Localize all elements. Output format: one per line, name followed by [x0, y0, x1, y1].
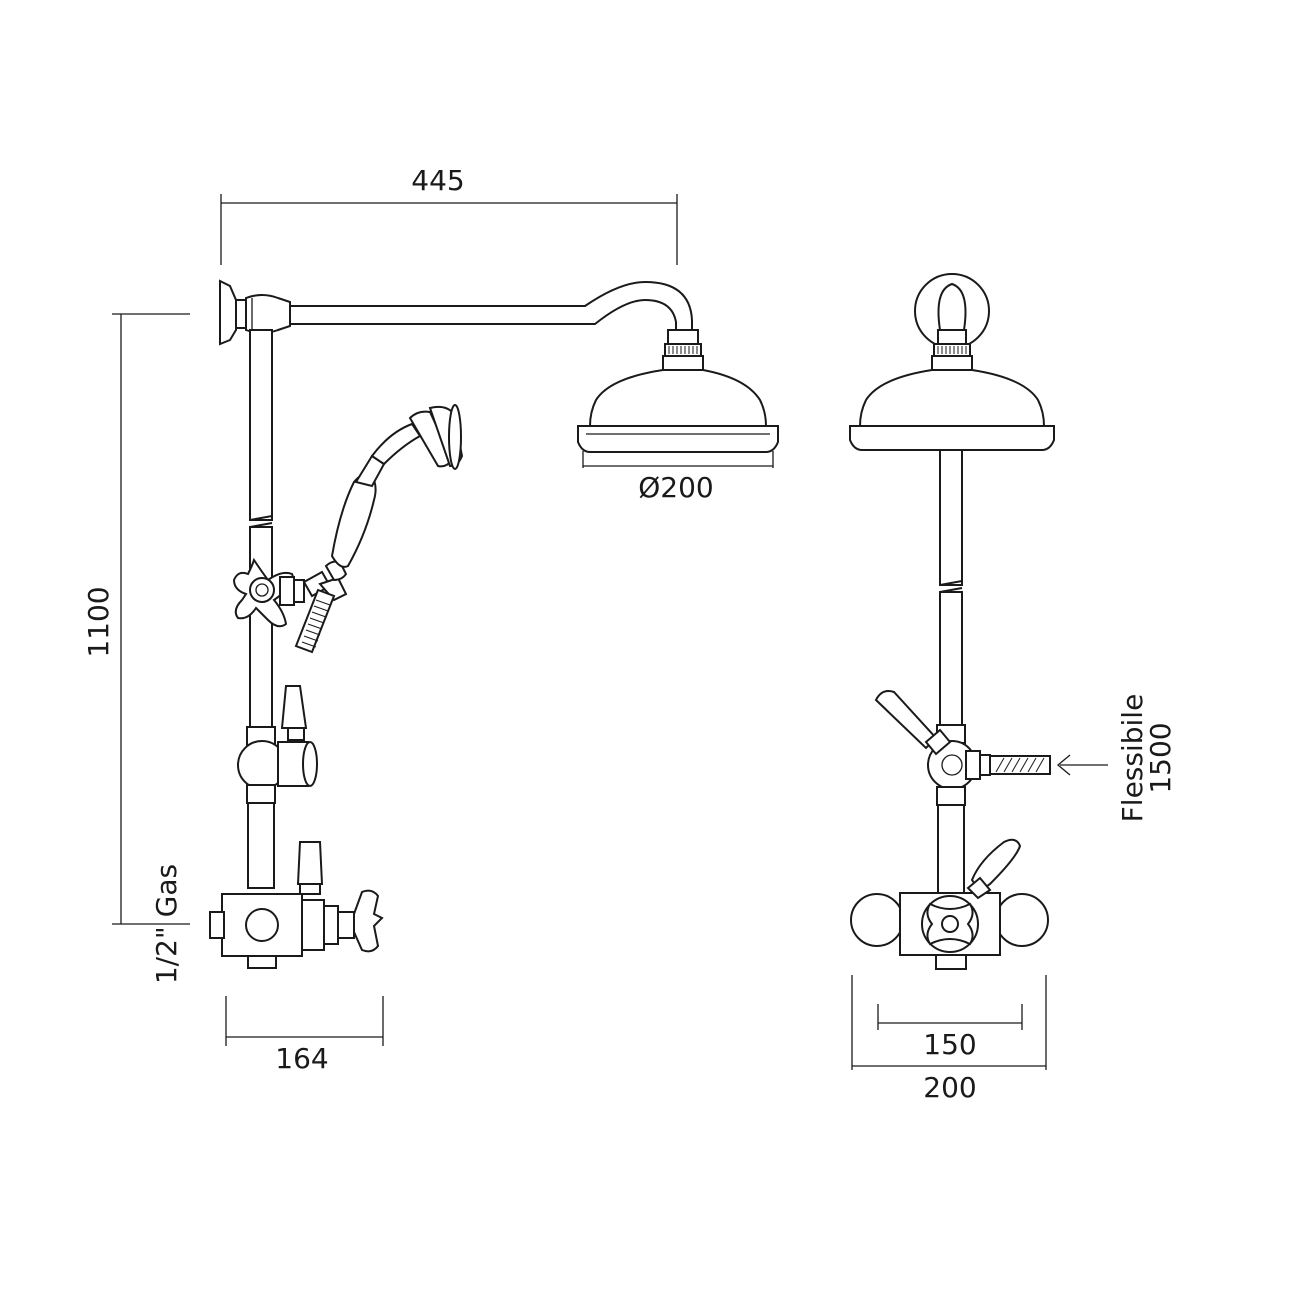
shower-head-side — [588, 369, 768, 427]
mixer-valve-side — [209, 841, 384, 969]
head-diameter-label: Ø200 — [638, 471, 713, 504]
shower-arm — [289, 280, 693, 331]
front-view — [849, 273, 1055, 970]
inlet-thread-label: 1/2" Gas — [150, 864, 183, 984]
dimension-front-width: 200 — [851, 975, 1047, 1104]
front-riser-lower — [939, 591, 963, 726]
lower-tube — [247, 802, 275, 889]
wall-flange — [219, 279, 237, 346]
centres-label: 150 — [923, 1028, 976, 1061]
dimension-body-depth: 164 — [225, 996, 384, 1075]
slide-bracket — [232, 557, 305, 628]
hand-shower — [294, 404, 464, 654]
diverter — [237, 685, 318, 804]
body-depth-label: 164 — [275, 1042, 328, 1075]
mixer-valve-front — [850, 838, 1049, 970]
front-width-label: 200 — [923, 1071, 976, 1104]
riser-lower — [249, 526, 273, 728]
dimension-centres: 150 — [877, 1004, 1023, 1061]
front-hose — [989, 755, 1051, 775]
head-connector — [667, 329, 699, 345]
total-height-label: 1100 — [82, 586, 115, 657]
dimension-total-height: 1100 — [82, 313, 190, 925]
front-diverter — [874, 690, 991, 806]
arm-reach-label: 445 — [411, 164, 464, 197]
front-riser-upper — [939, 449, 963, 586]
dimension-arm-reach: 445 — [220, 164, 678, 265]
riser-upper — [249, 329, 273, 521]
dimension-head-diameter: Ø200 — [582, 451, 774, 504]
side-view — [209, 279, 779, 969]
front-lower-tube — [937, 804, 965, 894]
hose-callout: Flessibile 1500 — [1056, 694, 1177, 823]
hose-name-label: Flessibile — [1116, 694, 1149, 823]
shower-head-front — [858, 369, 1046, 427]
hose-length-label: 1500 — [1144, 722, 1177, 793]
